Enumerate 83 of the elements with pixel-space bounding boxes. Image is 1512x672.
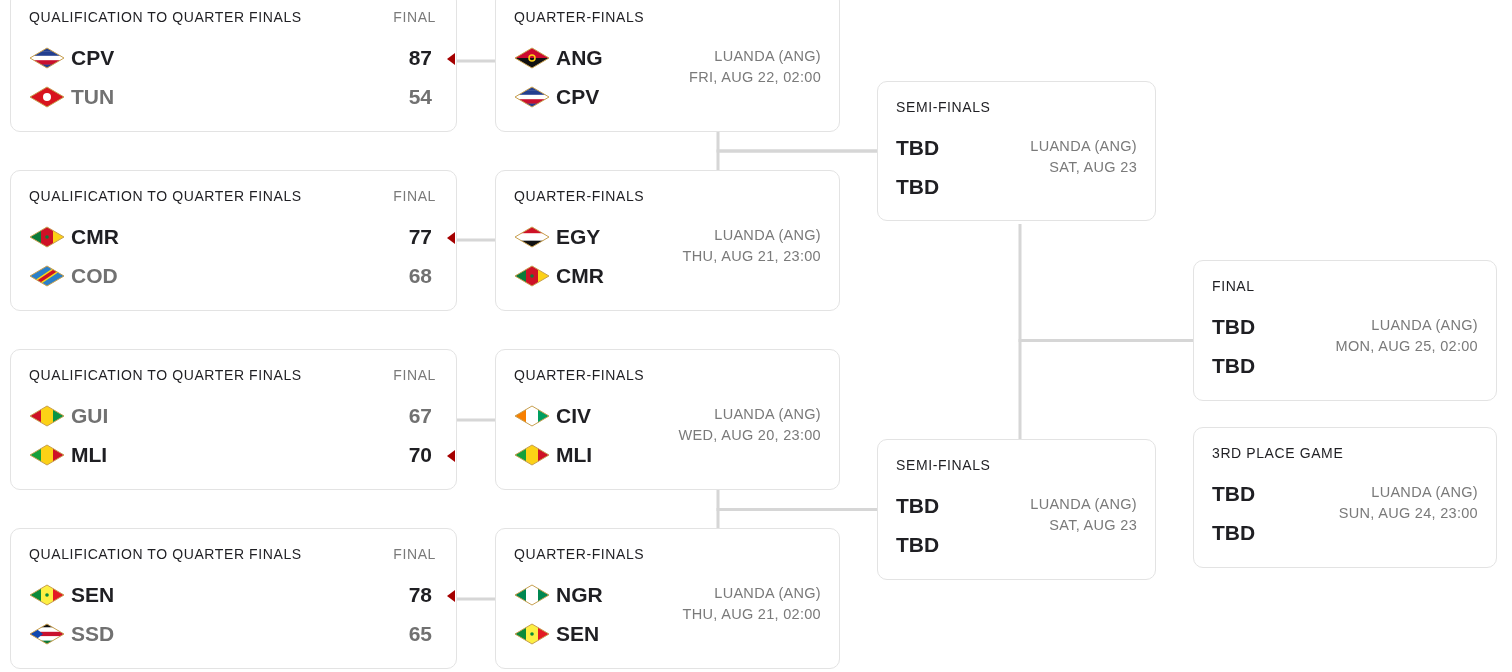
team-code: MLI xyxy=(556,443,593,467)
match-card xyxy=(10,528,457,669)
date-time-label: SAT, AUG 23 xyxy=(1049,517,1137,533)
match-card xyxy=(495,528,840,669)
score: 65 xyxy=(408,622,432,646)
round-title: QUARTER-FINALS xyxy=(514,546,645,562)
venue-label: LUANDA (ANG) xyxy=(1030,138,1137,154)
team-code: SEN xyxy=(556,622,600,646)
bracket-connector xyxy=(457,597,495,601)
score: 67 xyxy=(408,404,432,428)
team-code: COD xyxy=(71,264,118,288)
bracket-connector xyxy=(457,238,495,242)
team-code: GUI xyxy=(71,404,109,428)
match-card xyxy=(495,0,840,132)
round-title: QUALIFICATION TO QUARTER FINALS xyxy=(29,546,302,562)
date-time-label: WED, AUG 20, 23:00 xyxy=(678,427,821,443)
round-title: QUARTER-FINALS xyxy=(514,367,645,383)
bracket-connector xyxy=(716,149,877,170)
round-title: 3RD PLACE GAME xyxy=(1212,445,1344,461)
bracket-connector xyxy=(1018,339,1193,439)
round-title: QUALIFICATION TO QUARTER FINALS xyxy=(29,188,302,204)
team-code: TBD xyxy=(1212,521,1256,545)
score: 87 xyxy=(408,46,432,70)
status-label: FINAL xyxy=(393,188,436,204)
match-card xyxy=(877,81,1156,221)
team-code: SEN xyxy=(71,583,115,607)
venue-label: LUANDA (ANG) xyxy=(714,227,821,243)
venue-label: LUANDA (ANG) xyxy=(1371,484,1478,500)
venue-label: LUANDA (ANG) xyxy=(1030,496,1137,512)
date-time-label: THU, AUG 21, 23:00 xyxy=(682,248,821,264)
match-card xyxy=(495,170,840,311)
match-card xyxy=(877,439,1156,580)
venue-label: LUANDA (ANG) xyxy=(714,585,821,601)
team-code: ANG xyxy=(556,46,603,70)
match-card xyxy=(10,170,457,311)
round-title: QUARTER-FINALS xyxy=(514,9,645,25)
venue-label: LUANDA (ANG) xyxy=(714,48,821,64)
date-time-label: SUN, AUG 24, 23:00 xyxy=(1338,505,1478,521)
round-title: SEMI-FINALS xyxy=(896,99,991,115)
match-card xyxy=(10,0,457,132)
venue-label: LUANDA (ANG) xyxy=(1371,317,1478,333)
round-title: SEMI-FINALS xyxy=(896,457,991,473)
match-card xyxy=(1193,260,1497,401)
status-label: FINAL xyxy=(393,546,436,562)
status-label: FINAL xyxy=(393,367,436,383)
team-code: CMR xyxy=(71,225,119,249)
team-code: SSD xyxy=(71,622,115,646)
bracket-connector xyxy=(457,59,495,63)
match-card xyxy=(10,349,457,490)
score: 68 xyxy=(408,264,432,288)
team-code: TBD xyxy=(1212,315,1256,339)
bracket-connector xyxy=(716,508,877,528)
score: 70 xyxy=(408,443,432,467)
team-code: CMR xyxy=(556,264,604,288)
team-code: EGY xyxy=(556,225,601,249)
round-title: QUALIFICATION TO QUARTER FINALS xyxy=(29,367,302,383)
date-time-label: FRI, AUG 22, 02:00 xyxy=(689,69,821,85)
date-time-label: MON, AUG 25, 02:00 xyxy=(1335,338,1478,354)
team-code: CIV xyxy=(556,404,591,428)
team-code: NGR xyxy=(556,583,603,607)
match-card xyxy=(1193,427,1497,568)
team-code: TBD xyxy=(1212,354,1256,378)
team-code: TBD xyxy=(896,136,940,160)
team-code: TBD xyxy=(1212,482,1256,506)
team-code: CPV xyxy=(556,85,600,109)
match-card xyxy=(495,349,840,490)
team-code: CPV xyxy=(71,46,115,70)
date-time-label: SAT, AUG 23 xyxy=(1049,159,1137,175)
team-code: MLI xyxy=(71,443,108,467)
score: 54 xyxy=(408,85,432,109)
score: 77 xyxy=(408,225,432,249)
team-code: TBD xyxy=(896,533,940,557)
team-code: TBD xyxy=(896,175,940,199)
venue-label: LUANDA (ANG) xyxy=(714,406,821,422)
round-title: QUALIFICATION TO QUARTER FINALS xyxy=(29,9,302,25)
date-time-label: THU, AUG 21, 02:00 xyxy=(682,606,821,622)
team-code: TUN xyxy=(71,85,115,109)
status-label: FINAL xyxy=(393,9,436,25)
round-title: FINAL xyxy=(1212,278,1255,294)
round-title: QUARTER-FINALS xyxy=(514,188,645,204)
score: 78 xyxy=(408,583,432,607)
team-code: TBD xyxy=(896,494,940,518)
bracket-connector xyxy=(457,418,495,422)
